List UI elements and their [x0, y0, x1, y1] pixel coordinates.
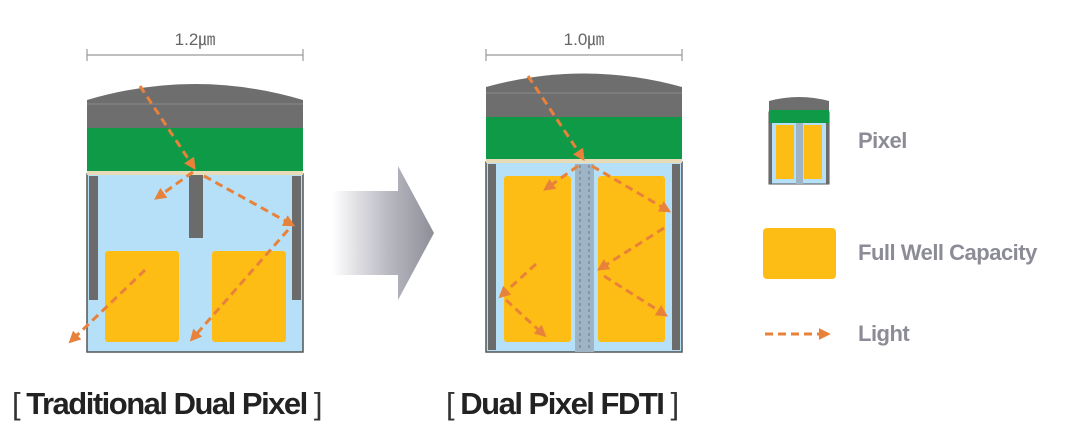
legend-full-well-swatch: [763, 228, 836, 279]
light-ray-3: [591, 164, 672, 213]
light-paths: [498, 75, 672, 338]
caption-bracket-close: ]: [670, 386, 680, 421]
dual-pixel-fdti-caption: [ Dual Pixel FDTI ]: [446, 386, 680, 422]
light-ray-4: [189, 229, 290, 342]
light-ray-6: [498, 262, 538, 299]
full-well-left: [105, 251, 179, 342]
caption-bracket-open: [: [12, 386, 21, 421]
light-ray-5: [603, 274, 669, 317]
light-ray-2: [154, 170, 194, 200]
side-wall-left: [89, 176, 98, 300]
light-ray-7: [504, 298, 547, 338]
light-paths: [68, 85, 296, 344]
light-ray-1: [138, 85, 196, 171]
legend-full-well-capacity-label: Full Well Capacity: [858, 240, 1037, 265]
light-ray-5: [68, 268, 147, 344]
width-dimension-line: [485, 49, 683, 61]
light-ray-1: [526, 75, 585, 161]
side-wall-right: [292, 176, 301, 300]
micro-lens: [87, 84, 303, 128]
width-dimension-line: [86, 49, 304, 61]
legend-pixel-icon: [768, 97, 830, 185]
full-well-right: [598, 176, 665, 342]
width-label: 1.2㎛: [175, 30, 216, 50]
light-ray-2: [543, 164, 579, 191]
transition-arrow: [332, 166, 434, 300]
legend-pixel-label: Pixel: [858, 128, 907, 153]
full-well-left: [504, 176, 571, 342]
light-ray-3: [203, 174, 296, 227]
caption-bracket-open: [: [446, 386, 455, 421]
full-well-right: [212, 251, 286, 342]
color-filter: [486, 117, 682, 160]
color-filter: [87, 128, 303, 172]
dual-pixel-fdti-diagram: 1.0㎛: [485, 30, 683, 353]
legend-light-label: Light: [858, 321, 910, 346]
width-label: 1.0㎛: [564, 30, 605, 50]
filter-line: [87, 171, 303, 175]
legend: [763, 97, 836, 340]
side-wall-left: [488, 164, 496, 350]
micro-lens: [486, 73, 682, 117]
caption-bracket-close: ]: [313, 386, 323, 421]
traditional-dual-pixel-diagram: 1.2㎛: [68, 30, 304, 353]
side-wall-right: [672, 164, 680, 350]
partial-isolation-wall: [189, 174, 203, 238]
full-depth-trench-isolation: [575, 164, 594, 352]
traditional-dual-pixel-caption: [ Traditional Dual Pixel ]: [12, 386, 323, 422]
filter-line: [486, 159, 682, 163]
caption-text: Dual Pixel FDTI: [460, 386, 665, 421]
caption-text: Traditional Dual Pixel: [26, 386, 308, 421]
